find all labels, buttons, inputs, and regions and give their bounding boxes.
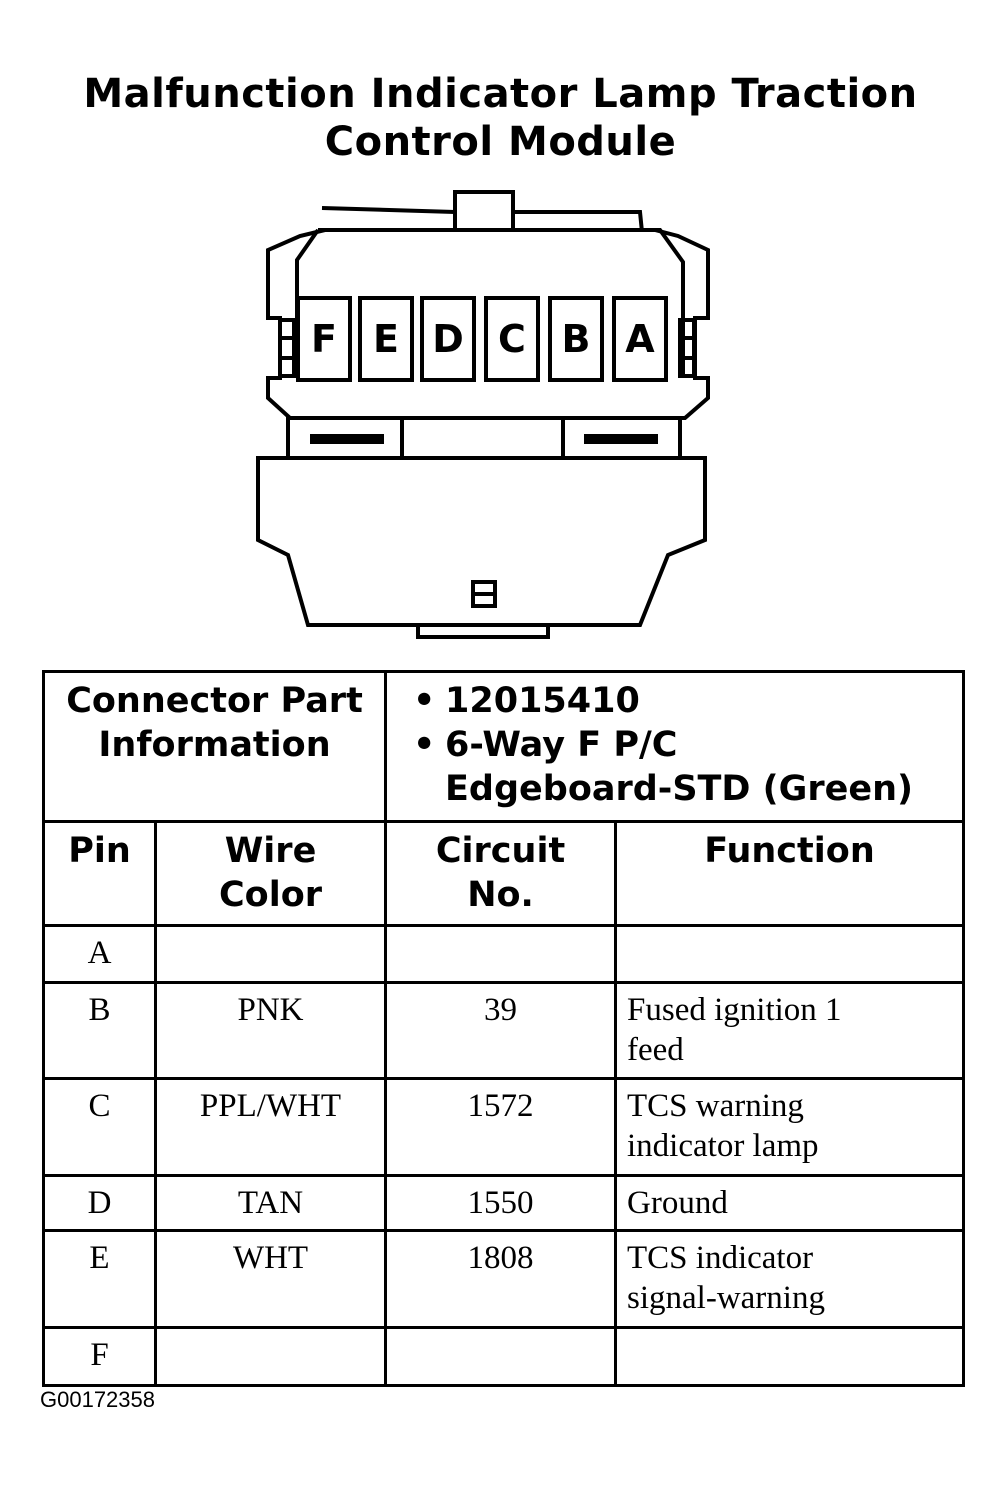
left-guide-slot [310,434,384,444]
circuit-cell: 39 [384,981,618,1080]
connector-type: 6-Way F P/C [445,725,678,765]
pin-label-a: A [625,317,655,361]
right-latch [678,318,696,378]
pin-cell: D [42,1174,157,1232]
header-wire-color: Wire Color [153,820,388,927]
pin-cell: E [42,1229,157,1329]
pin-cell: B [42,981,157,1080]
circuit-cell [384,1326,618,1387]
bullet-1: • [413,681,436,721]
header-row: Pin Wire Color Circuit No. Function [42,820,966,927]
wire-color-cell: PPL/WHT [153,1077,388,1177]
pin-cell: A [42,924,157,984]
pin-cell: F [42,1326,157,1387]
table-row: F [42,1326,966,1387]
diagram-title: Malfunction Indicator Lamp Traction Cont… [0,70,1001,166]
circuit-cell: 1808 [384,1229,618,1329]
function-cell: Ground [614,1174,966,1232]
circuit-cell [384,924,618,984]
wire-color-cell: WHT [153,1229,388,1329]
connector-drawing: F E D C B A [256,190,710,639]
bullet-2: • [413,725,436,765]
pin-label-e: E [373,317,399,361]
pin-label-f: F [311,317,337,361]
wire-color-cell: TAN [153,1174,388,1232]
pin-cavity-a [612,296,668,382]
circuit-cell: 1572 [384,1077,618,1177]
figure-id: G00172358 [40,1387,155,1412]
header-circuit-no: Circuit No. [384,820,618,927]
part-info-values: • 12015410 • 6-Way F P/C Edgeboard-STD (… [384,670,966,823]
pin-label-c: C [498,317,526,361]
header-pin: Pin [42,820,157,927]
pin-cavity-b [548,296,604,382]
left-latch [278,318,296,378]
circuit-cell: 1550 [384,1174,618,1232]
function-cell [614,1326,966,1387]
function-cell [614,924,966,984]
pin-cavity-f [296,296,352,382]
wire-color-cell [153,924,388,984]
wire-color-cell [153,1326,388,1387]
pin-cavity-d [420,296,476,382]
connector-top-tab [453,190,515,234]
wire-color-cell: PNK [153,981,388,1080]
part-info-row: Connector Part Information • 12015410 • … [41,670,966,823]
pin-label-d: D [432,317,464,361]
connector-type-line: • 6-Way F P/C [413,723,962,767]
part-number-line: • 12015410 [413,679,962,723]
pin-cavities [296,296,668,382]
part-number: 12015410 [445,681,640,721]
part-info-label-line-2: Information [98,725,331,765]
right-guide-slot [584,434,658,444]
pin-label-b: B [562,317,591,361]
pin-cell: C [42,1077,157,1177]
header-function: Function [614,820,966,927]
connector-top-cover [321,206,644,233]
table-row: D TAN 1550 Ground [42,1174,966,1232]
title-line-2: Control Module [324,119,677,165]
pinout-table: Connector Part Information • 12015410 • … [41,670,966,1387]
connector-type-continued: Edgeboard-STD (Green) [445,769,914,809]
pin-cavity-c [484,296,540,382]
pin-cavity-e [358,296,414,382]
connector-lower-body [256,456,707,627]
title-line-1: Malfunction Indicator Lamp Traction [83,71,918,117]
part-info-label-line-1: Connector Part [66,681,363,721]
table-row: A [42,924,966,984]
part-info-label: Connector Part Information [41,670,388,823]
lower-tab [416,623,550,639]
